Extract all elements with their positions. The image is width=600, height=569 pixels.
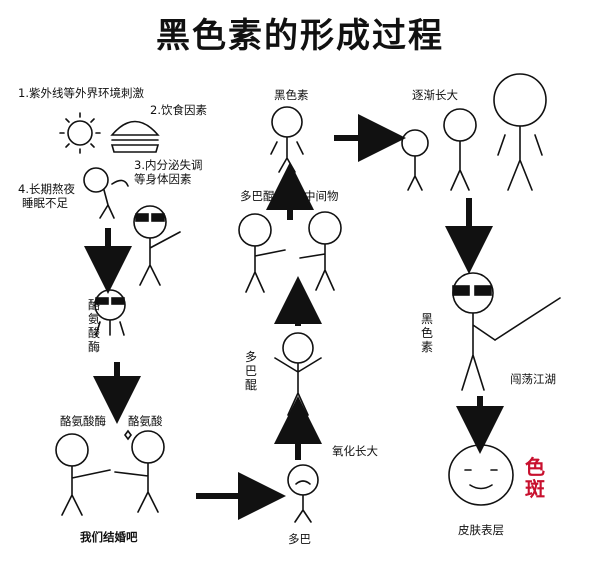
dopaquinone-vertical-label: 多巴醌 bbox=[244, 350, 257, 392]
oxidize-grow-label: 氧化长大 bbox=[332, 444, 378, 458]
marry-label: 我们结婚吧 bbox=[80, 530, 138, 544]
cause-endocrine-label-2: 等身体因素 bbox=[134, 172, 192, 186]
sunglasses-figure-icon bbox=[133, 205, 181, 286]
cause-sleep-label-1: 4.长期熬夜 bbox=[18, 182, 75, 196]
sun-icon bbox=[59, 112, 101, 154]
melanin-figure-icon bbox=[270, 106, 304, 173]
flow-arrows bbox=[84, 114, 504, 520]
cause-endocrine-label-1: 3.内分泌失调 bbox=[134, 158, 203, 172]
couple-figures-icon bbox=[55, 429, 165, 516]
dopaquinone-label: 多巴醌 bbox=[240, 189, 275, 203]
tyrosinase-left-label: 酪氨酸酶 bbox=[60, 414, 106, 428]
burger-icon bbox=[110, 120, 160, 153]
page-title: 黑色素的形成过程 bbox=[156, 16, 444, 56]
tyrosinase-label: 酪氨酸酶 bbox=[87, 298, 100, 354]
skin-surface-label: 皮肤表层 bbox=[458, 523, 504, 537]
sleepy-figure-icon bbox=[83, 167, 129, 219]
growing-label: 逐渐长大 bbox=[412, 88, 458, 102]
tyrosine-right-label: 酪氨酸 bbox=[128, 414, 163, 428]
spot-face-icon bbox=[448, 444, 514, 506]
intermediate-label: 中间物 bbox=[304, 189, 339, 203]
cause-sleep-label-2: 睡眠不足 bbox=[22, 196, 68, 210]
dopa-figure-icon bbox=[287, 464, 319, 523]
heart-eyes-figures-icon bbox=[238, 211, 342, 293]
cause-uv-label: 1.紫外线等外界环境刺激 bbox=[18, 86, 144, 100]
melanin-top-label: 黑色素 bbox=[274, 88, 309, 102]
wander-label: 闯荡江湖 bbox=[510, 372, 556, 386]
dopa-label: 多巴 bbox=[288, 532, 311, 546]
melanin-vertical-label: 黑色素 bbox=[420, 312, 433, 354]
cause-diet-label: 2.饮食因素 bbox=[150, 103, 207, 117]
spot-label: 色斑 bbox=[525, 455, 545, 501]
dopaquinone-figure-icon bbox=[274, 332, 322, 416]
